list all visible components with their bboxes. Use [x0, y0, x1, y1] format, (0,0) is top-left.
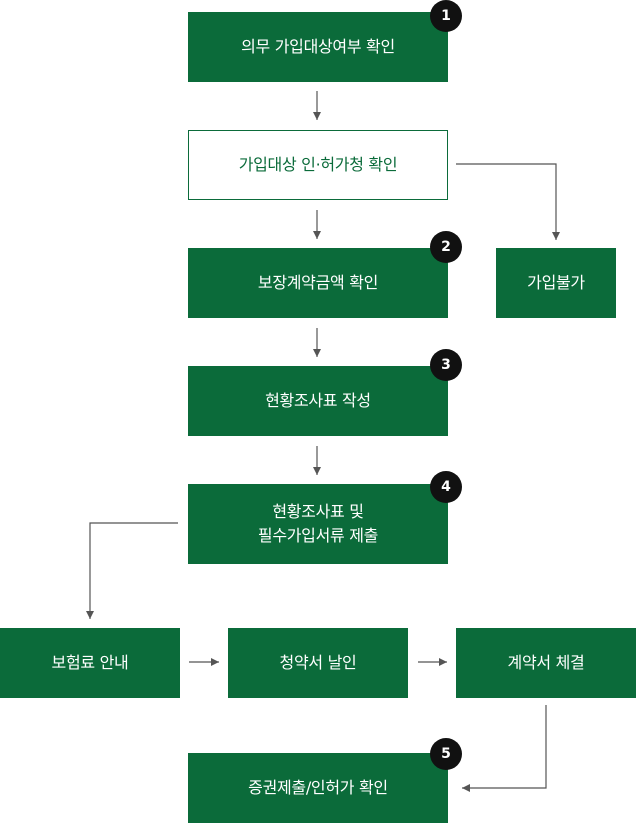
- premium-notice-box: 보험료 안내: [0, 628, 180, 698]
- step-3-box: 현황조사표 작성: [188, 366, 448, 436]
- step-4-badge: 4: [430, 471, 462, 503]
- subscription-seal-box: 청약서 날인: [228, 628, 408, 698]
- not-eligible-label: 가입불가: [527, 273, 585, 292]
- step-5-box: 증권제출/인허가 확인: [188, 753, 448, 823]
- step-2-box: 보장계약금액 확인: [188, 248, 448, 318]
- check-permit-box: 가입대상 인·허가청 확인: [188, 130, 448, 200]
- contract-signing-box: 계약서 체결: [456, 628, 636, 698]
- subscription-seal-label: 청약서 날인: [279, 653, 357, 672]
- step-1-label: 의무 가입대상여부 확인: [241, 37, 395, 56]
- arrow-step4-to-premium: [86, 522, 178, 619]
- step-4-box: 현황조사표 및 필수가입서류 제출: [188, 484, 448, 564]
- step-5-label: 증권제출/인허가 확인: [248, 778, 388, 797]
- step-1-box: 의무 가입대상여부 확인: [188, 12, 448, 82]
- step-3-badge: 3: [430, 349, 462, 381]
- premium-notice-label: 보험료 안내: [51, 653, 129, 672]
- arrow-contract-to-step5: [462, 705, 547, 792]
- step-5-badge: 5: [430, 738, 462, 770]
- not-eligible-box: 가입불가: [496, 248, 616, 318]
- arrow-check-to-not-eligible: [456, 163, 560, 240]
- contract-signing-label: 계약서 체결: [507, 653, 585, 672]
- step-2-badge: 2: [430, 231, 462, 263]
- step-2-label: 보장계약금액 확인: [257, 273, 379, 292]
- step-4-label: 현황조사표 및 필수가입서류 제출: [257, 502, 379, 545]
- check-permit-label: 가입대상 인·허가청 확인: [238, 155, 398, 174]
- step-1-badge: 1: [430, 0, 462, 32]
- step-3-label: 현황조사표 작성: [265, 391, 371, 410]
